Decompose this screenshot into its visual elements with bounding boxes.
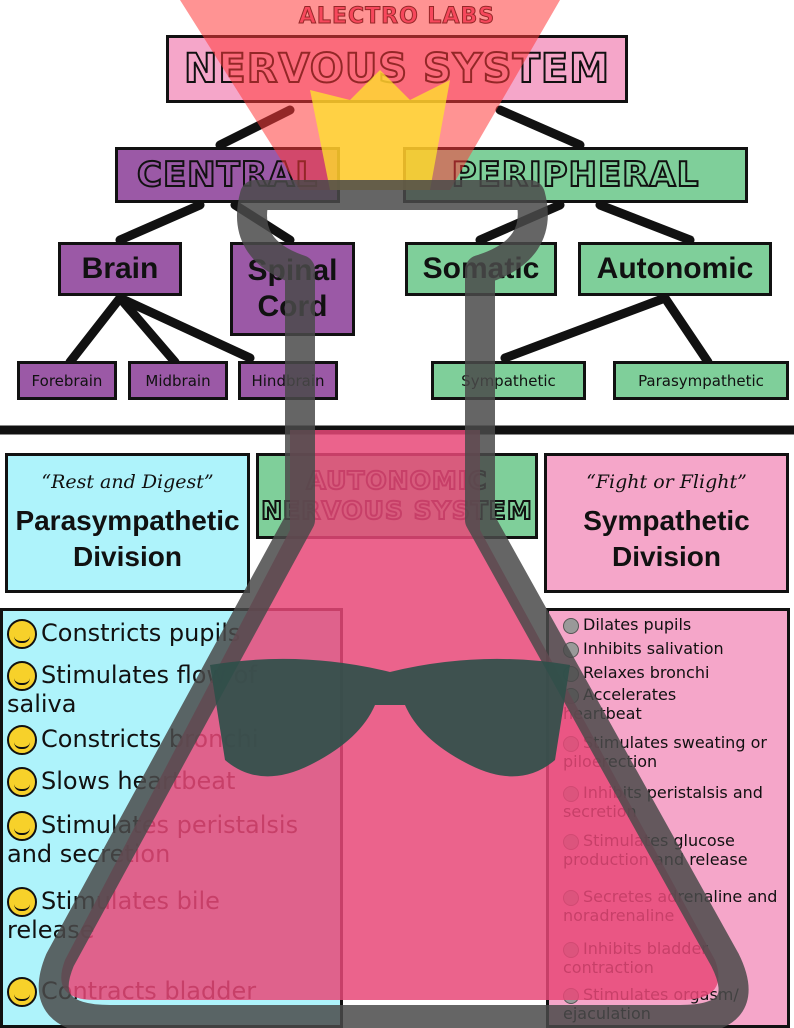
sympathetic-division-box: “Fight or Flight” Sympathetic Division: [544, 453, 789, 593]
sympathetic-label: Sympathetic: [461, 371, 556, 390]
forebrain-label: Forebrain: [31, 371, 103, 390]
sleepy-face-icon: [7, 977, 37, 1007]
parasympathetic-list-box: Constricts pupils Stimulates flow of sal…: [0, 608, 343, 1028]
sleepy-face-icon: [7, 725, 37, 755]
circle-icon: [563, 665, 579, 682]
circle-icon: [563, 641, 579, 658]
circle-icon: [563, 617, 579, 634]
page-title: NERVOUS SYSTEM: [183, 45, 611, 93]
sleepy-face-icon: [7, 619, 37, 649]
circle-icon: [563, 687, 579, 704]
circle-icon: [563, 833, 579, 850]
list-item: Inhibits peristalsis and secretion: [563, 783, 763, 822]
rest-digest-quote: “Rest and Digest”: [41, 470, 214, 493]
list-item: Stimulates peristalsis and secretion: [7, 811, 299, 868]
list-item: Inhibits salivation: [563, 639, 724, 658]
list-item: Constricts pupils: [7, 619, 240, 649]
sleepy-face-icon: [7, 811, 37, 841]
parasympathetic-division-box: “Rest and Digest” Parasympathetic Divisi…: [5, 453, 250, 593]
parasympathetic-label: Parasympathetic: [638, 371, 764, 390]
autonomic-label: Autonomic: [596, 252, 754, 285]
ans-box: AUTONOMIC NERVOUS SYSTEM: [256, 453, 538, 539]
list-item: Constricts bronchi: [7, 725, 258, 755]
list-item: Dilates pupils: [563, 615, 691, 634]
list-item: Secretes adrenaline and noradrenaline: [563, 887, 778, 926]
list-item: Slows heartbeat: [7, 767, 235, 797]
hindbrain-box: Hindbrain: [238, 361, 338, 400]
circle-icon: [563, 941, 579, 958]
somatic-box: Somatic: [405, 242, 557, 296]
circle-icon: [563, 987, 579, 1004]
list-item: Stimulates flow of saliva: [7, 661, 257, 718]
sympathetic-division-title: Sympathetic Division: [583, 504, 750, 572]
central-label: CENTRAL: [136, 154, 318, 196]
sleepy-face-icon: [7, 661, 37, 691]
brain-box: Brain: [58, 242, 182, 296]
sleepy-face-icon: [7, 767, 37, 797]
list-item: Relaxes bronchi: [563, 663, 709, 682]
peripheral-label: PERIPHERAL: [451, 154, 700, 196]
midbrain-box: Midbrain: [128, 361, 228, 400]
forebrain-box: Forebrain: [17, 361, 117, 400]
spinal-cord-box: Spinal Cord: [230, 242, 355, 336]
brand-title: ALECTRO LABS: [298, 4, 496, 30]
parasympathetic-box: Parasympathetic: [613, 361, 789, 400]
list-item: Stimulates orgasm/ ejaculation: [563, 985, 739, 1024]
somatic-label: Somatic: [422, 252, 540, 285]
list-item: Stimulates glucose production and releas…: [563, 831, 748, 870]
circle-icon: [563, 735, 579, 752]
circle-icon: [563, 785, 579, 802]
ans-title: AUTONOMIC NERVOUS SYSTEM: [260, 465, 533, 526]
sympathetic-list-box: Dilates pupils Inhibits salivation Relax…: [546, 608, 790, 1028]
parasympathetic-division-title: Parasympathetic Division: [15, 504, 240, 572]
peripheral-box: PERIPHERAL: [403, 147, 748, 203]
list-item: Inhibits bladder contraction: [563, 939, 708, 978]
sympathetic-box: Sympathetic: [431, 361, 586, 400]
nervous-system-box: NERVOUS SYSTEM: [166, 35, 628, 103]
list-item: Accelerates heartbeat: [563, 685, 677, 724]
autonomic-box: Autonomic: [578, 242, 772, 296]
sleepy-face-icon: [7, 887, 37, 917]
list-item: Stimulates sweating or piloerection: [563, 733, 767, 772]
list-item: Contracts bladder: [7, 977, 256, 1007]
brain-label: Brain: [81, 252, 159, 285]
list-item: Stimulates bile release: [7, 887, 220, 944]
central-box: CENTRAL: [115, 147, 340, 203]
fight-flight-quote: “Fight or Flight”: [586, 470, 747, 493]
circle-icon: [563, 889, 579, 906]
midbrain-label: Midbrain: [145, 371, 211, 390]
spinal-cord-label: Spinal Cord: [247, 254, 338, 323]
hindbrain-label: Hindbrain: [251, 371, 325, 390]
